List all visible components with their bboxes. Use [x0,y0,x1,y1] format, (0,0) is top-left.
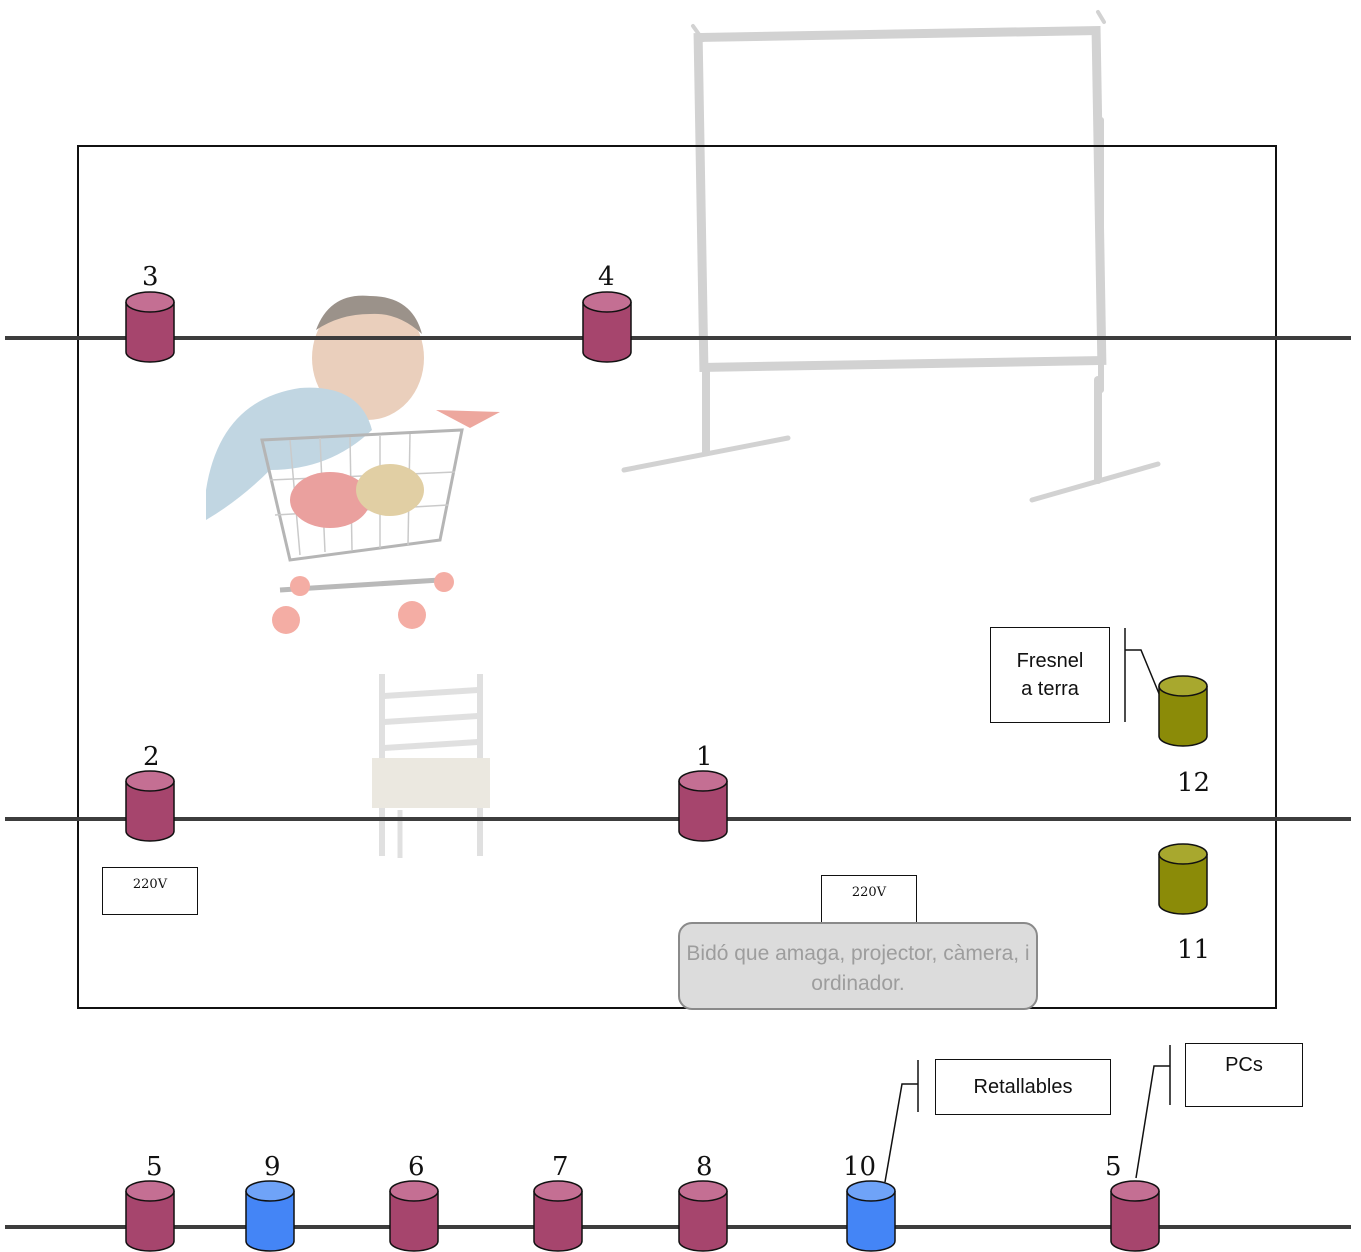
hidden-equipment-note: Bidó que amaga, projector, càmera, i ord… [678,922,1038,1010]
spotlight-3[interactable] [125,291,175,363]
spotlight-8[interactable] [678,1180,728,1252]
spotlight-12-number: 12 [1177,770,1210,796]
pcs-label-box: PCs [1185,1043,1303,1107]
hidden-equipment-note-text: Bidó que amaga, projector, càmera, i ord… [686,942,1029,995]
spotlight-11[interactable] [1158,843,1208,915]
spotlight-10[interactable] [846,1180,896,1252]
spotlight-7[interactable] [533,1180,583,1252]
retallables-label-box: Retallables [935,1059,1111,1115]
spotlight-2-number: 2 [143,744,160,770]
spotlight-4-number: 4 [598,264,615,290]
spotlight-6-number: 6 [408,1154,425,1180]
spotlight-8-number: 8 [696,1154,713,1180]
retallables-label: Retallables [974,1076,1073,1099]
spotlight-5-right-number: 5 [1105,1154,1122,1180]
power-outlet-center-label: 220V [852,885,886,900]
spotlight-9[interactable] [245,1180,295,1252]
spotlight-4[interactable] [582,291,632,363]
fresnel-label-line2: a terra [1021,675,1079,703]
spotlight-5-left[interactable] [125,1180,175,1252]
spotlight-12-fresnel[interactable] [1158,675,1208,747]
spotlight-2[interactable] [125,770,175,842]
spotlight-6[interactable] [389,1180,439,1252]
fresnel-label-box: Fresnel a terra [990,627,1110,723]
spotlight-1[interactable] [678,770,728,842]
pcs-label: PCs [1225,1054,1263,1077]
fresnel-label-line1: Fresnel [1017,647,1084,675]
power-outlet-left: 220V [102,867,198,915]
spotlight-3-number: 3 [142,264,159,290]
spotlight-10-number: 10 [843,1154,876,1180]
spotlight-7-number: 7 [552,1154,569,1180]
spotlight-11-number: 11 [1177,937,1210,963]
power-outlet-center: 220V [821,875,917,923]
spotlight-5-right[interactable] [1110,1180,1160,1252]
spotlight-9-number: 9 [264,1154,281,1180]
spotlight-5-left-number: 5 [146,1154,163,1180]
spotlight-1-number: 1 [696,744,713,770]
power-outlet-left-label: 220V [133,877,167,892]
